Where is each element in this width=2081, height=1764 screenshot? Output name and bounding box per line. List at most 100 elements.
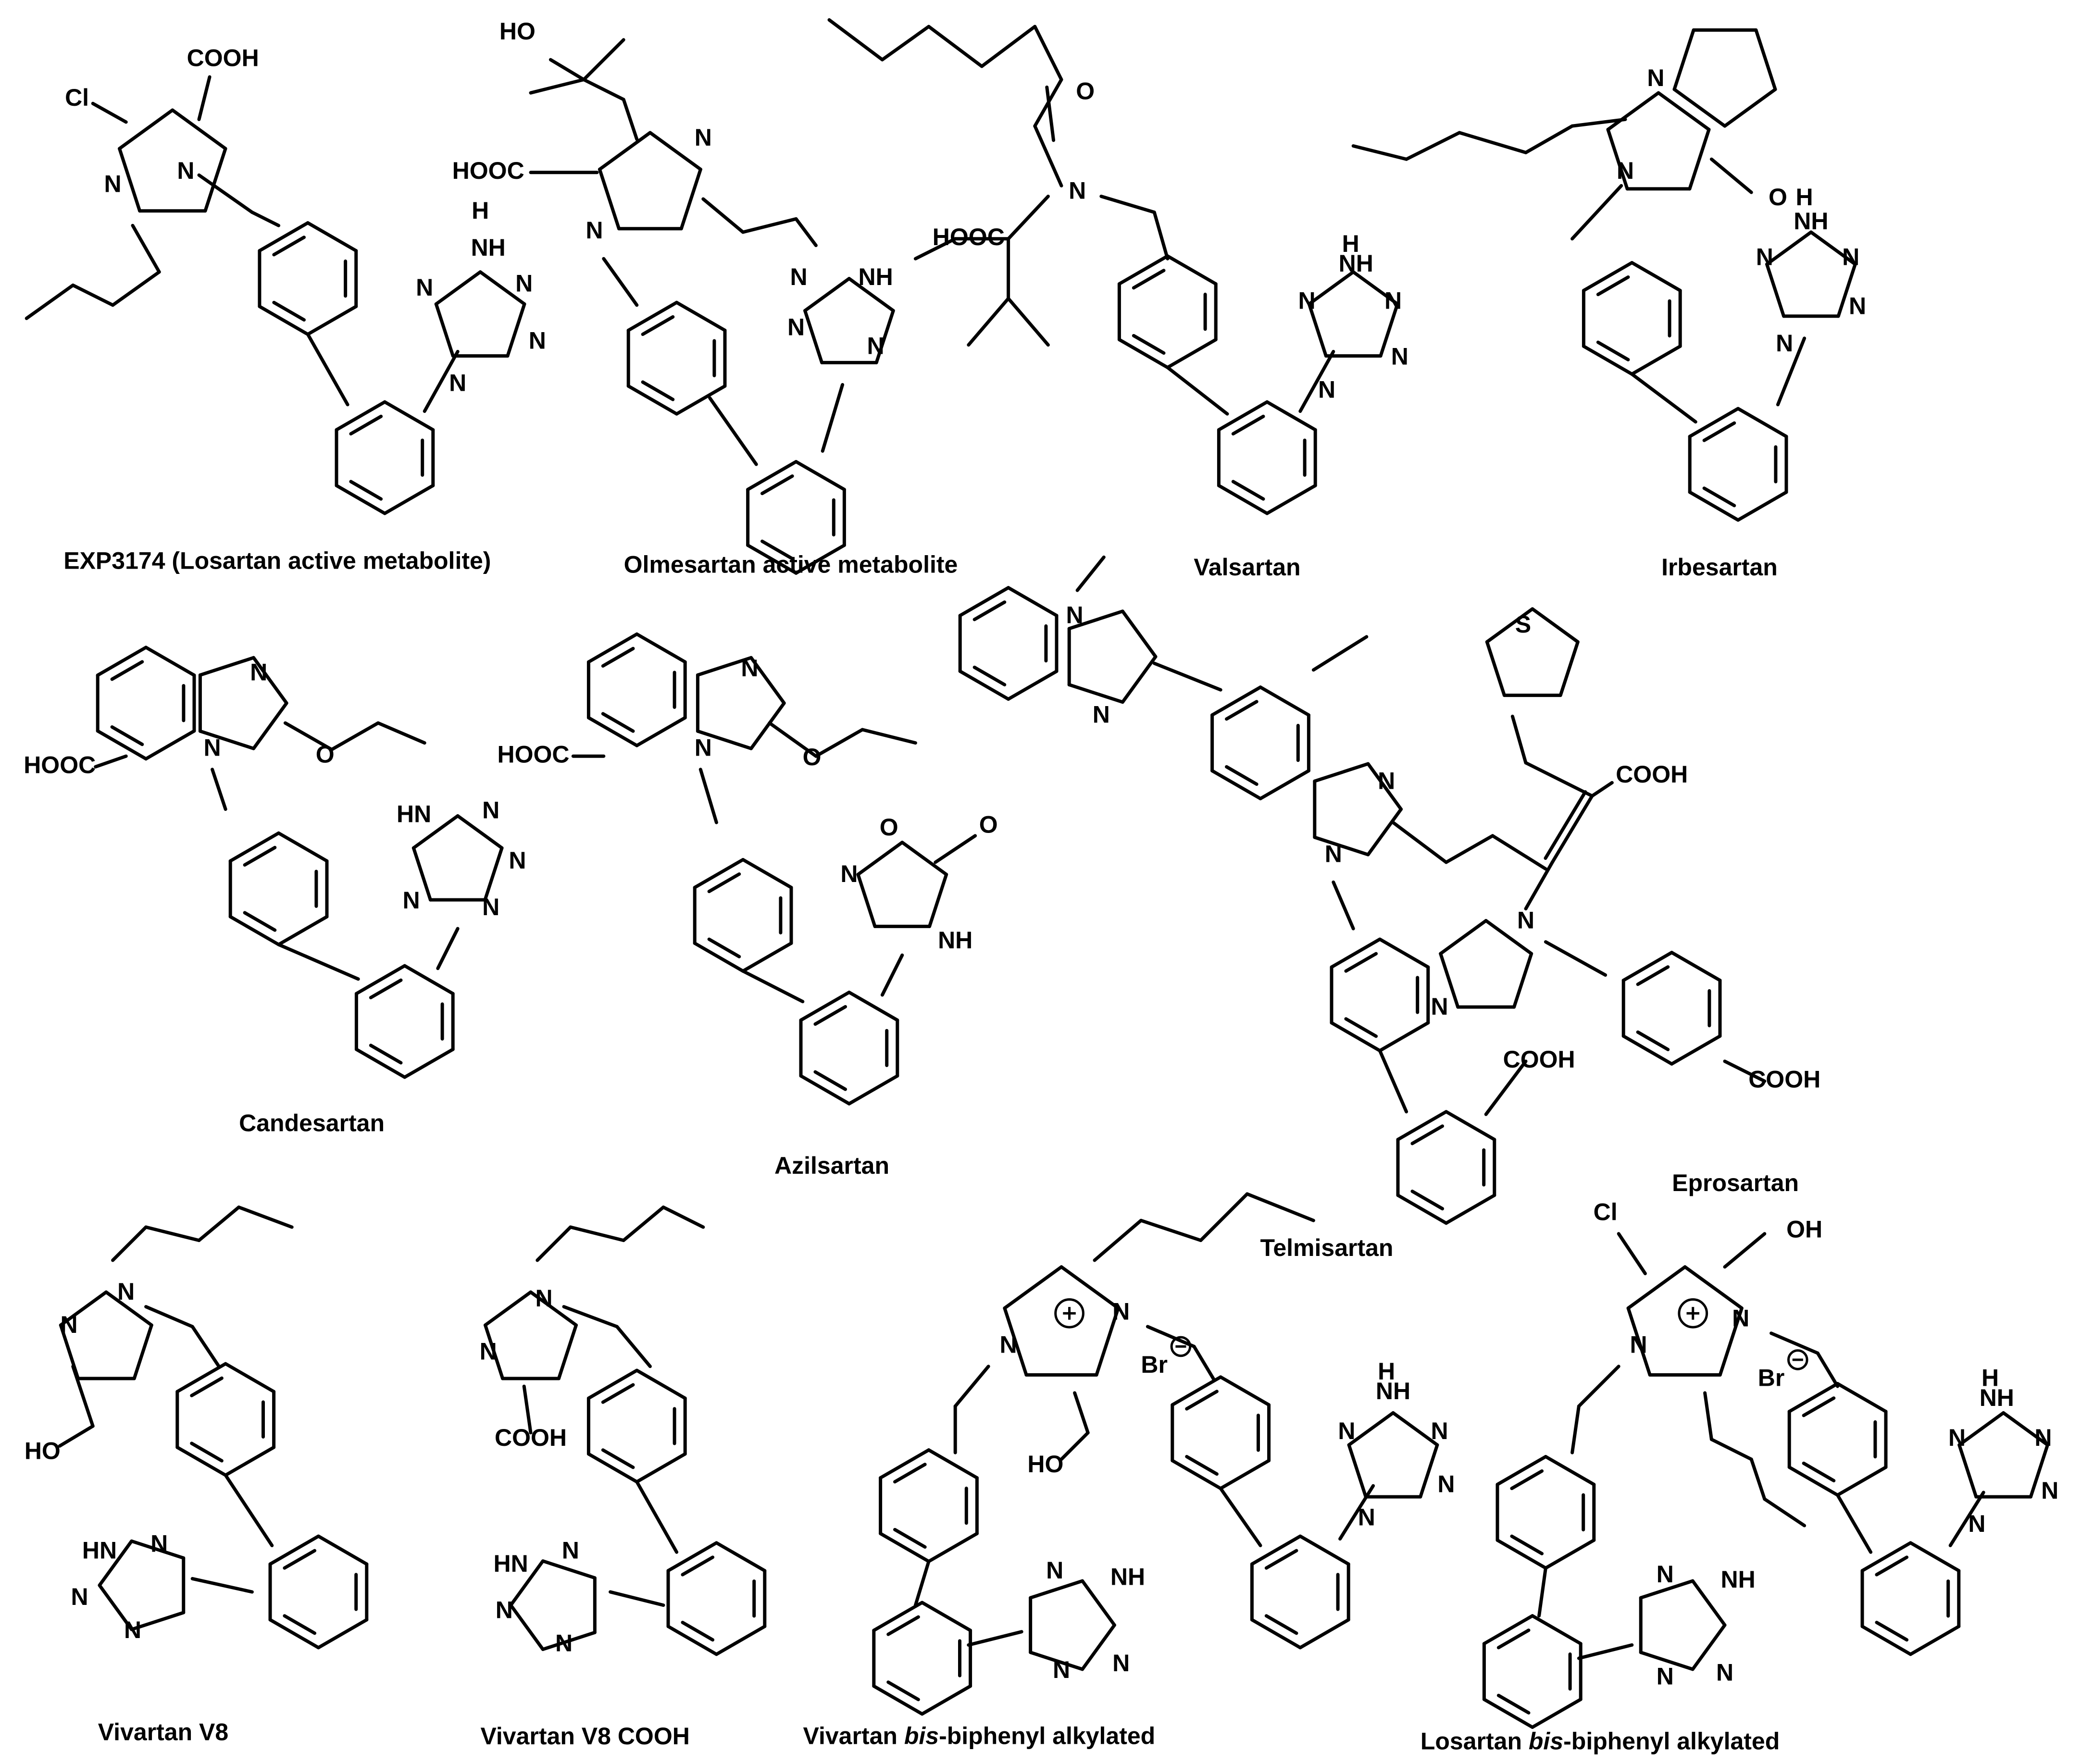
bond — [920, 1684, 972, 1716]
bond — [190, 1441, 224, 1463]
bond — [681, 1621, 715, 1642]
bond — [1458, 131, 1528, 154]
bond — [197, 1205, 241, 1242]
atom-label-h: H — [1981, 1365, 1999, 1391]
bond — [1250, 1618, 1302, 1650]
bond — [586, 1368, 639, 1400]
atom-label-n: N — [1842, 243, 1859, 270]
bond — [1836, 262, 1857, 318]
bond — [635, 1480, 679, 1554]
bond — [880, 953, 904, 997]
bond — [1132, 334, 1166, 355]
compound-caption: Vivartan V8 — [98, 1719, 228, 1746]
bond — [283, 721, 334, 751]
bond — [1496, 1628, 1531, 1650]
bond — [1405, 131, 1461, 161]
bond — [1630, 372, 1697, 424]
atom-label-n: N — [71, 1583, 88, 1610]
bond — [856, 841, 904, 876]
bond — [1749, 1457, 1767, 1501]
bond — [224, 1445, 276, 1477]
bond — [1688, 127, 1711, 191]
bond — [666, 1625, 718, 1656]
atom-label-n: N — [1776, 330, 1793, 357]
bond — [250, 211, 281, 227]
bond — [509, 1603, 545, 1651]
atom-label-o: O — [1769, 184, 1787, 211]
bond — [1185, 1390, 1219, 1411]
bond — [1577, 1643, 1634, 1660]
bond — [958, 586, 1010, 618]
bond — [335, 400, 386, 432]
caption-part: -biphenyl alkylated — [1563, 1728, 1780, 1755]
bond — [1171, 1375, 1222, 1407]
bond — [1313, 762, 1370, 783]
bond — [1688, 490, 1740, 522]
bond — [541, 1630, 597, 1651]
bond — [228, 915, 281, 946]
bond — [1199, 1192, 1249, 1242]
atom-label-n: N — [2041, 1477, 2058, 1504]
bond — [1219, 1487, 1262, 1547]
positive-charge-icon — [1054, 1298, 1084, 1329]
bond — [1512, 952, 1533, 1009]
bond — [1577, 1365, 1620, 1408]
bond — [980, 25, 1037, 68]
bond — [59, 1290, 108, 1327]
bond — [681, 1555, 715, 1577]
bond — [111, 1225, 148, 1262]
bond — [1033, 25, 1063, 82]
bond — [1059, 1431, 1090, 1461]
bond — [130, 1611, 186, 1631]
atom-label-o: O — [1076, 77, 1095, 104]
compound-caption: Azilsartan — [774, 1152, 889, 1179]
bond — [1908, 1625, 1961, 1656]
bond — [1617, 1232, 1647, 1276]
caption-part: -biphenyl alkylated — [939, 1723, 1155, 1750]
bond — [1185, 1455, 1219, 1476]
bond — [803, 277, 851, 312]
atom-label-cooh: COOH — [187, 44, 259, 71]
bond — [1510, 714, 1528, 765]
bond — [1225, 700, 1259, 721]
atom-label-ho: HO — [1027, 1451, 1063, 1478]
bond — [1330, 1021, 1382, 1053]
bond — [1396, 1193, 1448, 1225]
bond — [1531, 1698, 1583, 1729]
bond — [272, 236, 306, 257]
atom-label-n: N — [1716, 1659, 1733, 1686]
atom-label-o: O — [880, 814, 898, 841]
bond-lines — [25, 18, 2049, 1729]
bond — [1351, 144, 1408, 161]
bond — [1311, 635, 1369, 672]
bond — [1045, 85, 1056, 142]
bond — [1391, 1411, 1439, 1447]
atom-label-hooc: HOOC — [498, 741, 570, 768]
bond — [1033, 124, 1063, 187]
bond — [316, 1534, 369, 1566]
bond — [94, 754, 128, 769]
bond — [1672, 28, 1695, 91]
bond — [1007, 194, 1050, 241]
bond — [601, 712, 635, 733]
bond — [746, 543, 798, 575]
bond — [144, 1305, 194, 1329]
bond — [1802, 1461, 1836, 1482]
bond — [96, 729, 148, 761]
atom-label-n: N — [509, 847, 526, 874]
atom-label-n: N — [1657, 1561, 1674, 1588]
atom-label-cooh: COOH — [1503, 1046, 1575, 1073]
atom-label-cooh: COOH — [1616, 761, 1688, 788]
bond — [693, 941, 745, 973]
bond — [306, 333, 349, 407]
bond — [707, 872, 741, 894]
bond — [1550, 794, 1594, 864]
caption-part: Vivartan — [803, 1723, 904, 1750]
compound-caption: Losartan bis-biphenyl alkylated — [1421, 1728, 1780, 1755]
atom-label-n: N — [124, 1616, 141, 1643]
bond — [1439, 952, 1460, 1009]
bond — [1121, 655, 1158, 704]
bond — [98, 1583, 134, 1631]
bond — [434, 302, 455, 358]
bond — [1264, 1549, 1298, 1570]
